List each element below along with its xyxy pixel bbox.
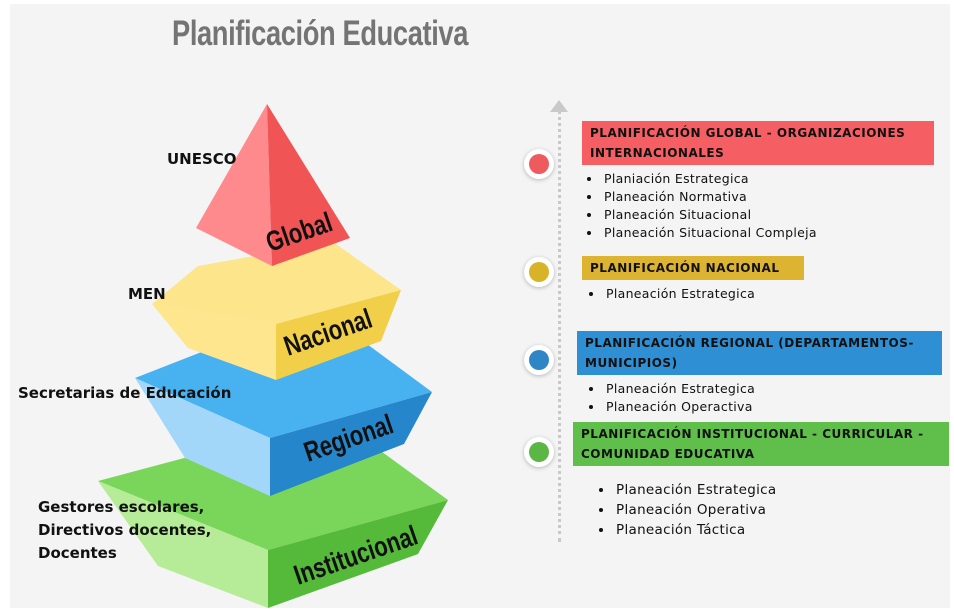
dot-fill — [529, 154, 549, 174]
dot-fill — [529, 262, 549, 282]
tier-global: Global — [196, 104, 350, 266]
list-item: Planeación Estrategica — [614, 480, 776, 500]
tier-regional-left — [135, 378, 270, 496]
heading-line: PLANIFICACIÓN REGIONAL (DEPARTAMENTOS- — [585, 336, 914, 350]
heading-institucional: PLANIFICACIÓN INSTITUCIONAL - CURRICULAR… — [573, 422, 949, 466]
side-label-institucional: Gestores escolares, Directivos docentes,… — [38, 496, 211, 565]
side-label-unesco: UNESCO — [167, 150, 237, 168]
dot-fill — [529, 442, 549, 462]
heading-regional: PLANIFICACIÓN REGIONAL (DEPARTAMENTOS- M… — [577, 331, 942, 375]
tier-nacional-top — [152, 242, 401, 324]
side-label-line: Directivos docentes, — [38, 521, 212, 539]
heading-line: MUNICIPIOS) — [585, 356, 678, 370]
heading-line: PLANIFICACIÓN INSTITUCIONAL - CURRICULAR… — [581, 427, 924, 441]
tier-nacional-left — [152, 304, 276, 380]
timeline-dot-institucional — [524, 437, 554, 467]
side-label-secretarias: Secretarias de Educación — [18, 384, 232, 402]
list-item: Planeación Situacional — [602, 206, 817, 224]
tier-regional: Regional — [135, 344, 432, 496]
side-label-line: Docentes — [38, 544, 117, 562]
timeline-dot-nacional — [524, 257, 554, 287]
timeline-dot-regional — [524, 345, 554, 375]
list-item: Planeación Normativa — [602, 188, 817, 206]
list-item: Planeación Táctica — [614, 520, 776, 540]
timeline-arrow-icon — [550, 100, 568, 112]
heading-nacional: PLANIFICACIÓN NACIONAL — [582, 256, 804, 280]
list-item: Planeación Operativa — [614, 500, 776, 520]
tier-institucional: Institucional — [98, 449, 448, 608]
page-title: Planificación Educativa — [172, 14, 468, 53]
list-item: Planeación Operactiva — [604, 398, 755, 416]
side-label-line: Gestores escolares, — [38, 498, 205, 516]
heading-line: PLANIFICACIÓN GLOBAL - ORGANIZACIONES — [590, 126, 906, 140]
tier-institucional-top — [98, 449, 448, 550]
dot-fill — [529, 350, 549, 370]
list-item: Planeación Estrategica — [604, 285, 755, 303]
tier-global-right — [267, 104, 350, 266]
timeline-line — [558, 110, 561, 542]
timeline-dot-global — [524, 149, 554, 179]
tier-regional-front — [270, 392, 432, 496]
heading-line: PLANIFICACIÓN NACIONAL — [590, 261, 780, 275]
list-item: Planiación Estrategica — [602, 170, 817, 188]
side-label-men: MEN — [128, 285, 166, 303]
list-global: Planiación Estrategica Planeación Normat… — [586, 170, 817, 242]
tier-global-left — [196, 104, 272, 266]
list-nacional: Planeación Estrategica — [588, 285, 755, 303]
list-item: Planeación Estrategica — [604, 380, 755, 398]
list-regional: Planeación Estrategica Planeación Operac… — [588, 380, 755, 416]
tier-institucional-left — [98, 481, 268, 608]
heading-line: INTERNACIONALES — [590, 146, 725, 160]
heading-global: PLANIFICACIÓN GLOBAL - ORGANIZACIONES IN… — [582, 121, 934, 165]
heading-line: COMUNIDAD EDUCATIVA — [581, 447, 755, 461]
list-item: Planeación Situacional Compleja — [602, 224, 817, 242]
tier-institucional-front — [268, 500, 448, 608]
list-institucional: Planeación Estrategica Planeación Operat… — [598, 480, 776, 540]
tier-regional-top — [135, 344, 432, 438]
tier-nacional-front — [276, 290, 401, 380]
